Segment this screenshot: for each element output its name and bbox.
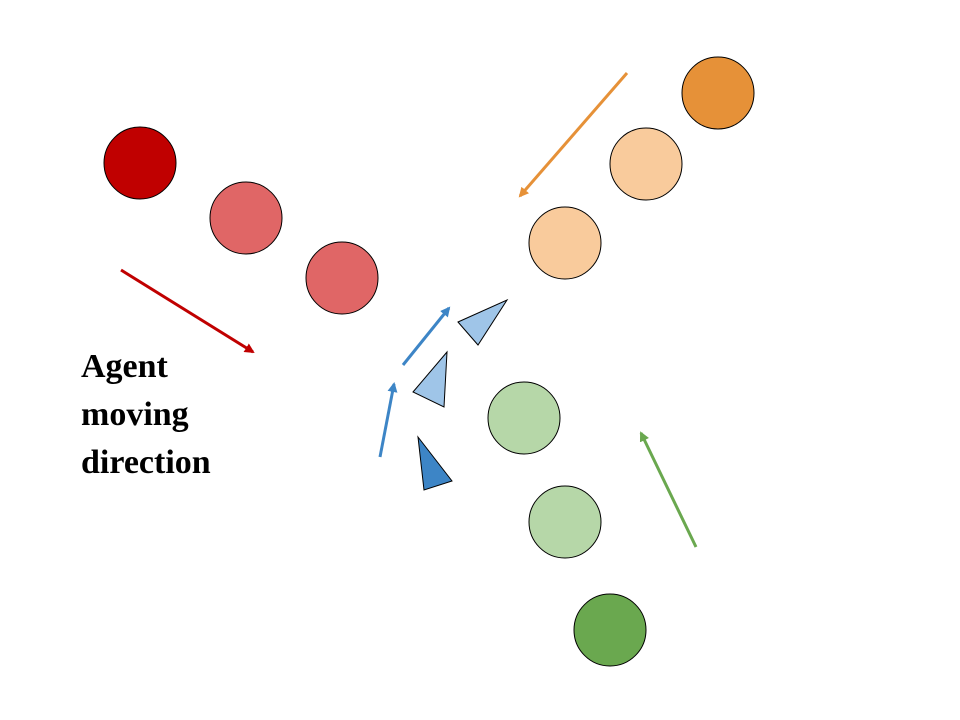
orange-agent-lead <box>681 56 755 130</box>
red-agent-lead <box>103 126 177 200</box>
green-agent-follower <box>487 381 561 455</box>
label-line: Agent <box>81 348 168 385</box>
orange-direction-arrow <box>518 72 629 198</box>
orange-agent-follower <box>609 127 683 201</box>
blue-agent-follower <box>457 298 509 346</box>
orange-agent-follower <box>528 206 602 280</box>
agent-moving-direction-label: Agent moving direction <box>81 343 211 487</box>
blue-agent-follower <box>412 350 448 408</box>
green-agent-follower <box>528 485 602 559</box>
green-agent-lead <box>573 593 647 667</box>
blue-agent-lead <box>417 435 453 491</box>
red-agent-group <box>103 126 379 354</box>
label-line: moving <box>81 396 189 433</box>
red-agent-follower <box>305 241 379 315</box>
orange-agent-group <box>518 56 755 280</box>
label-line: direction <box>81 444 211 481</box>
red-agent-follower <box>209 181 283 255</box>
blue-direction-arrow <box>401 306 451 366</box>
red-direction-arrow <box>120 268 255 354</box>
blue-agent-group <box>378 298 509 491</box>
blue-direction-arrow <box>378 382 398 458</box>
green-direction-arrow <box>639 431 698 548</box>
green-agent-group <box>487 381 698 667</box>
